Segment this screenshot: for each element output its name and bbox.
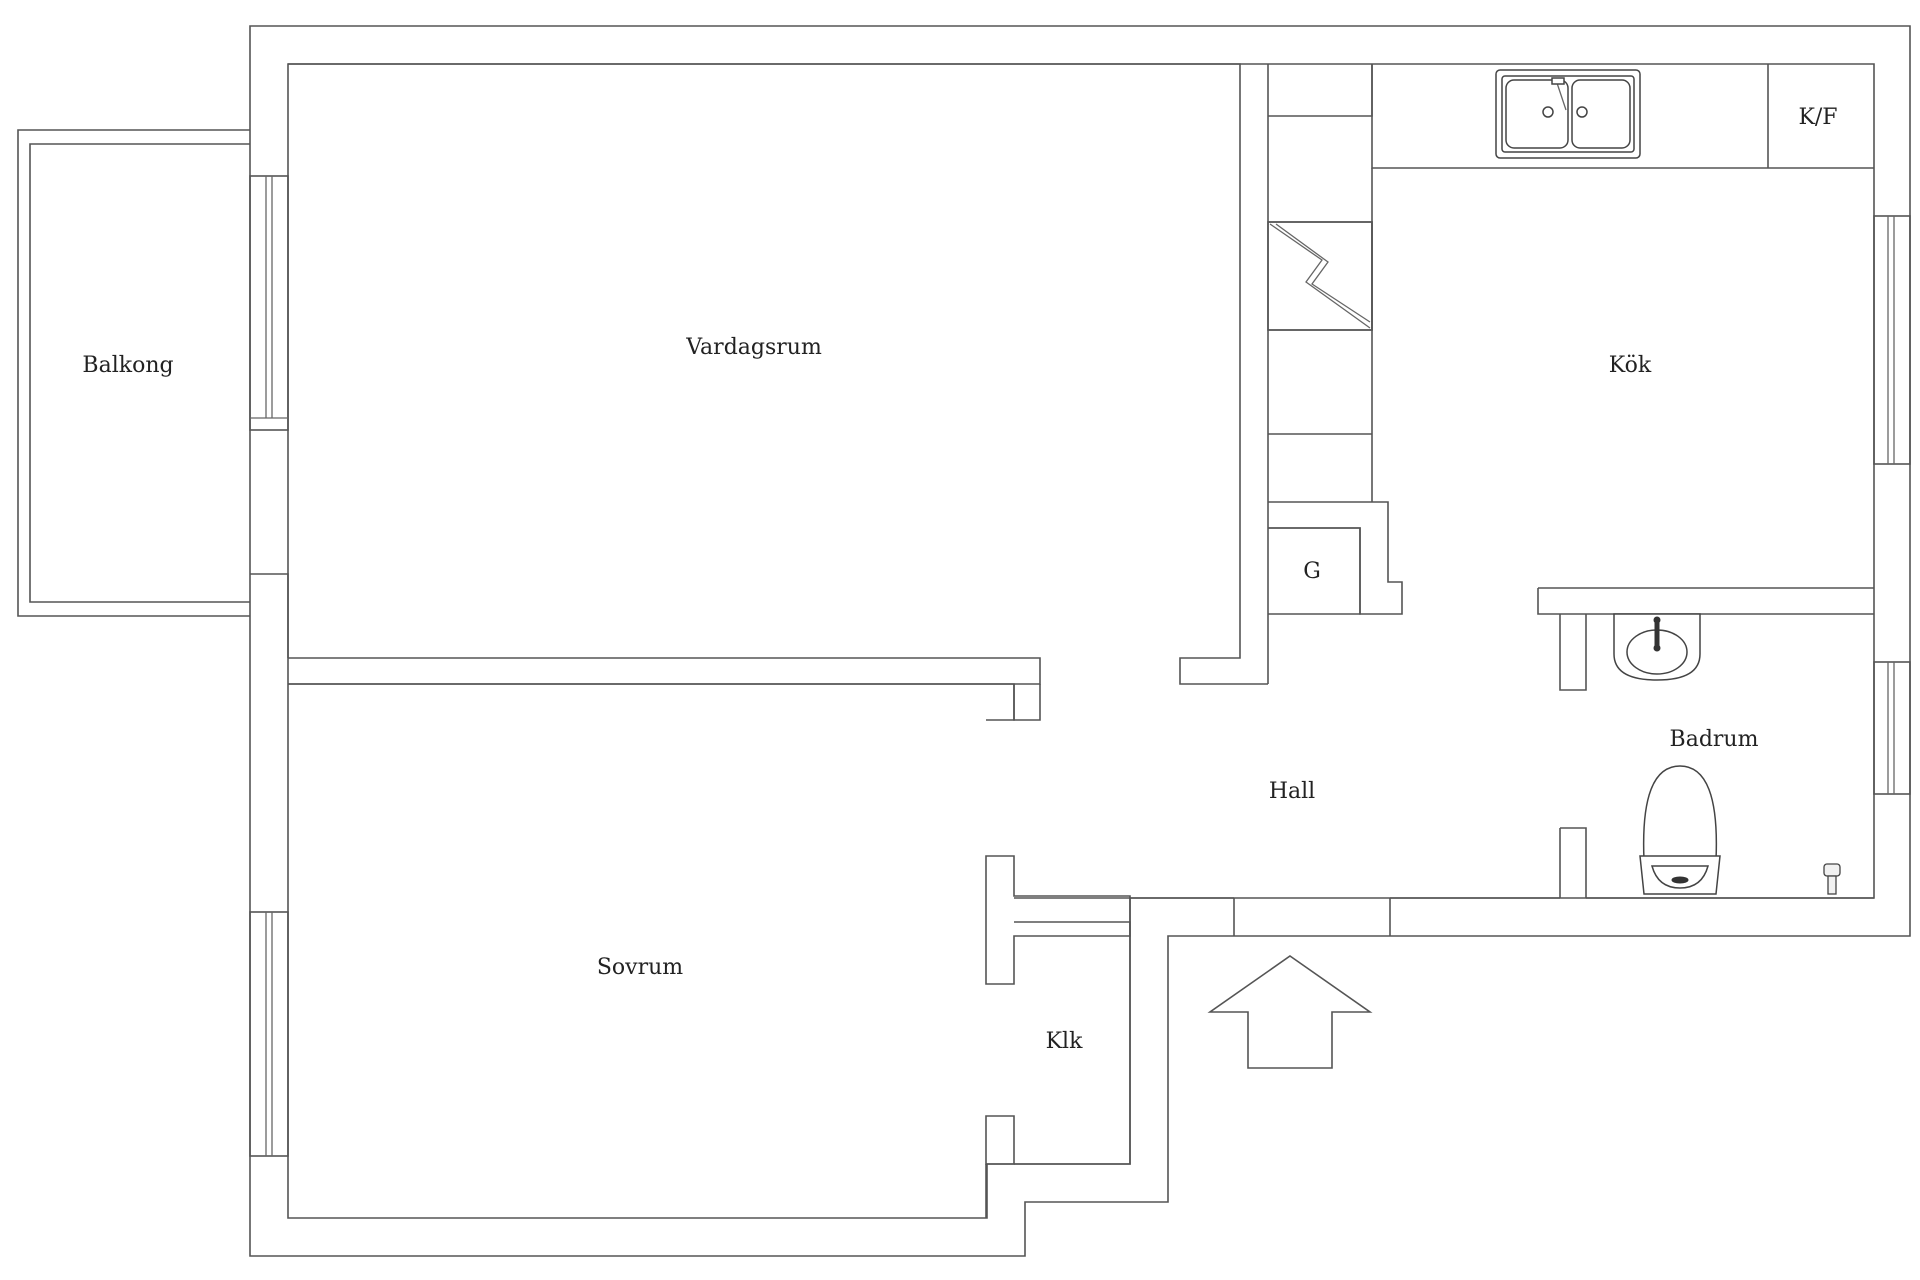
label-g-cabinet: G [1303, 559, 1321, 584]
kitchen-window [1873, 215, 1911, 465]
bathroom-walls [1014, 614, 1874, 936]
balcony-door [249, 175, 289, 431]
kitchen-sink-icon [1495, 69, 1641, 159]
bedroom-window [249, 911, 289, 1157]
toilet-icon [1639, 765, 1721, 895]
kitchen-walls [1267, 64, 1874, 684]
label-sovrum: Sovrum [597, 955, 683, 980]
chimney-icon [1267, 221, 1373, 331]
entrance-arrow-icon [1207, 955, 1373, 1069]
bathroom-window [1873, 661, 1911, 795]
label-fridge-freezer: K/F [1798, 105, 1837, 130]
label-vardagsrum: Vardagsrum [685, 335, 822, 360]
bedroom-walls [288, 683, 1131, 1218]
label-kok: Kök [1609, 353, 1652, 378]
label-balkong: Balkong [82, 353, 173, 378]
label-badrum: Badrum [1670, 727, 1759, 752]
tap-icon [1823, 863, 1841, 895]
washbasin-icon [1613, 613, 1701, 681]
label-hall: Hall [1269, 779, 1315, 804]
wardrobe-walls [1014, 921, 1131, 1165]
living-room-walls [288, 63, 1268, 721]
balcony [17, 129, 250, 617]
label-klk: Klk [1046, 1029, 1083, 1054]
